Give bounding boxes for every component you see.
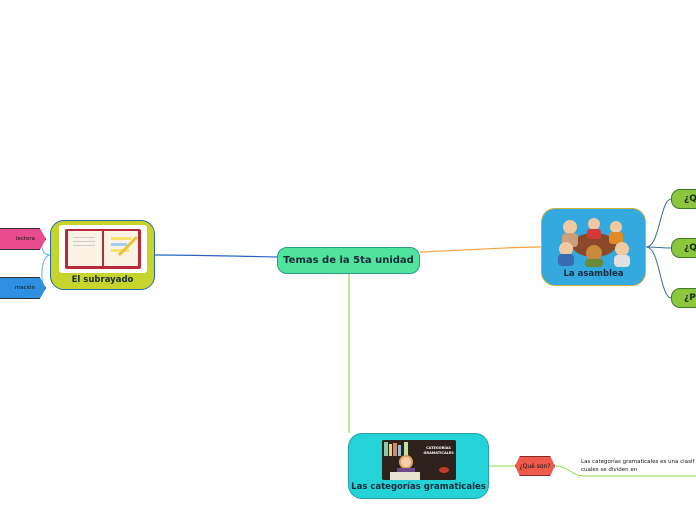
asamblea-child-3-label: ¿P bbox=[684, 293, 696, 303]
node-el-subrayado-label: El subrayado bbox=[71, 275, 134, 285]
node-la-asamblea-label: La asamblea bbox=[563, 269, 624, 279]
asamblea-child-2[interactable]: ¿Q bbox=[671, 238, 696, 258]
subrayado-child-lectora-label: lectora bbox=[15, 236, 35, 242]
categorias-description: Las categorías gramaticales es una clasi… bbox=[581, 459, 696, 473]
book-image bbox=[58, 225, 147, 273]
asamblea-child-3[interactable]: ¿P bbox=[671, 288, 696, 308]
node-el-subrayado[interactable]: El subrayado bbox=[50, 220, 155, 290]
grammar-categories-image: CATEGORÍAS GRAMATICALES bbox=[381, 440, 456, 480]
que-son-label: ¿Qué son? bbox=[519, 462, 551, 470]
central-topic[interactable]: Temas de la 5ta unidad bbox=[277, 247, 420, 274]
node-categorias-gramaticales[interactable]: CATEGORÍAS GRAMATICALES Las categorías g… bbox=[348, 433, 489, 499]
node-categorias-label: Las categorías gramaticales bbox=[351, 482, 486, 492]
grammar-image-caption: CATEGORÍAS GRAMATICALES bbox=[423, 446, 454, 455]
asamblea-child-2-label: ¿Q bbox=[684, 243, 696, 253]
subrayado-child-macion-label: mación bbox=[14, 285, 35, 291]
central-topic-label: Temas de la 5ta unidad bbox=[283, 255, 414, 266]
subrayado-child-lectora[interactable]: lectora bbox=[0, 228, 46, 250]
que-son-node[interactable]: ¿Qué son? bbox=[515, 456, 555, 476]
assembly-image bbox=[556, 215, 632, 267]
asamblea-child-1-label: ¿Q bbox=[684, 194, 696, 204]
node-la-asamblea[interactable]: La asamblea bbox=[541, 208, 646, 286]
subrayado-child-macion[interactable]: mación bbox=[0, 277, 46, 299]
asamblea-child-1[interactable]: ¿Q bbox=[671, 189, 696, 209]
